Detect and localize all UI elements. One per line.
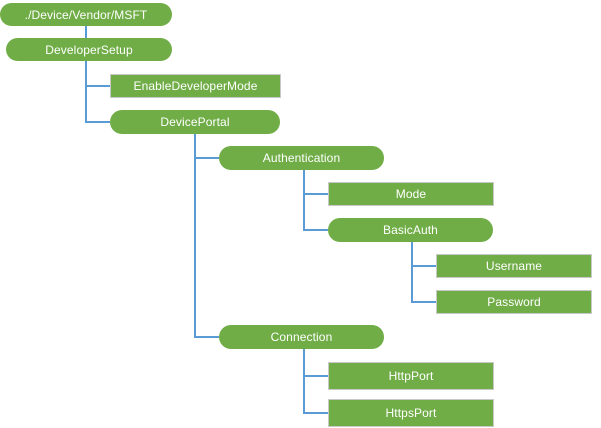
tree-node-label: Authentication [262, 151, 341, 165]
tree-node-httpport[interactable]: HttpPort [328, 362, 494, 390]
tree-connector-connection-to-httpsport [303, 349, 328, 414]
tree-connector-deviceportal-to-connection [194, 134, 219, 338]
tree-node-deviceportal[interactable]: DevicePortal [110, 110, 280, 134]
tree-node-label: EnableDeveloperMode [133, 79, 258, 93]
tree-node-enabledevelopermode[interactable]: EnableDeveloperMode [110, 74, 281, 98]
tree-node-developersetup[interactable]: DeveloperSetup [6, 38, 172, 61]
tree-node-basicauth[interactable]: BasicAuth [328, 218, 493, 242]
tree-connector-developersetup-to-enabledevelopermode [85, 61, 110, 87]
tree-node-password[interactable]: Password [436, 290, 592, 314]
tree-node-root[interactable]: ./Device/Vendor/MSFT [0, 3, 172, 26]
tree-node-label: Password [487, 295, 541, 309]
tree-node-label: BasicAuth [383, 223, 438, 237]
tree-node-connection[interactable]: Connection [219, 325, 384, 349]
tree-connector-deviceportal-to-authentication [194, 134, 219, 159]
tree-node-label: HttpsPort [385, 406, 437, 420]
tree-node-httpsport[interactable]: HttpsPort [328, 399, 494, 427]
tree-node-mode[interactable]: Mode [328, 182, 494, 206]
tree-connector-basicauth-to-username [411, 242, 436, 267]
tree-connector-authentication-to-basicauth [303, 170, 328, 231]
tree-node-authentication[interactable]: Authentication [219, 146, 384, 170]
tree-connector-authentication-to-mode [303, 170, 328, 195]
tree-node-username[interactable]: Username [436, 254, 592, 278]
tree-node-label: DeveloperSetup [45, 42, 133, 57]
tree-connector-basicauth-to-password [411, 242, 436, 303]
tree-node-label: Username [485, 259, 543, 273]
tree-node-label: Mode [395, 187, 427, 201]
tree-connector-developersetup-to-deviceportal [85, 61, 110, 123]
tree-node-label: HttpPort [388, 369, 434, 383]
tree-node-label: DevicePortal [160, 115, 230, 129]
tree-connector-connection-to-httpport [303, 349, 328, 377]
tree-node-label: ./Device/Vendor/MSFT [24, 7, 148, 22]
tree-node-label: Connection [270, 330, 333, 344]
